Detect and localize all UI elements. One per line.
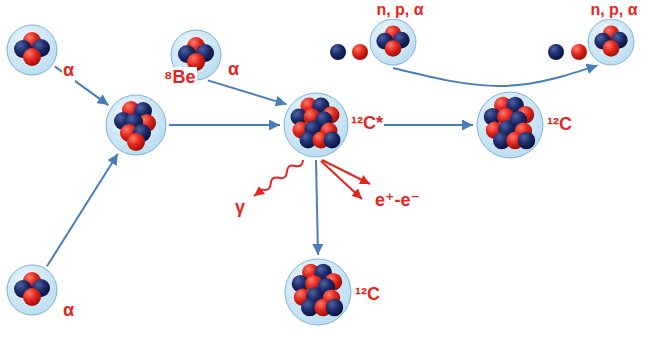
nucleus-label: α (62, 300, 75, 322)
neutron (518, 132, 536, 150)
nucleus: ⁸Be (105, 94, 167, 156)
proton (603, 40, 620, 57)
reaction-arrow (47, 154, 118, 267)
proton-dot (571, 44, 587, 60)
nucleus-outline (285, 259, 351, 325)
proton (23, 48, 41, 66)
nucleus: n, p, α (369, 18, 417, 66)
nucleus-outline (370, 19, 416, 65)
neutron (324, 132, 341, 149)
reaction-arrow (169, 124, 280, 126)
pair-arrow (322, 160, 370, 184)
nucleus-label: ¹²C (546, 114, 573, 136)
nucleus-label: ¹²C* (350, 113, 384, 135)
nucleus-shape (284, 258, 352, 326)
nucleus: ¹²C* (283, 92, 349, 158)
nucleus-outline (7, 25, 57, 75)
reaction-arrow (316, 160, 318, 255)
nucleus-outline (106, 95, 166, 155)
proton (127, 133, 145, 151)
neutron-dot (548, 44, 564, 60)
nucleus-label: ⁸Be (163, 67, 197, 89)
nucleus: n, p, α (587, 18, 635, 66)
nucleus-shape (587, 18, 635, 66)
neutron (326, 299, 344, 317)
reaction-arrow (208, 80, 287, 104)
nucleus: α (6, 264, 58, 316)
nucleus: ¹²C (476, 91, 544, 159)
nucleus-shape (283, 92, 349, 158)
nucleus: α (6, 24, 58, 76)
proton (385, 40, 402, 57)
proton-dot (352, 44, 368, 60)
nucleus-label: ¹²C (354, 284, 381, 306)
nucleus-shape (6, 264, 58, 316)
emission-label: e⁺-e⁻ (374, 190, 421, 212)
nucleus-outline (7, 265, 57, 315)
pair-arrow (321, 161, 362, 199)
nucleus: ¹²C (284, 258, 352, 326)
nucleus-shape (369, 18, 417, 66)
nucleus-outline (284, 93, 348, 157)
nucleus-shape (476, 91, 544, 159)
nucleus-outline (588, 19, 634, 65)
nucleus-label: n, p, α (375, 0, 424, 19)
neutron-dot (330, 44, 346, 60)
reaction-arrow (393, 65, 598, 86)
gamma-wave (254, 160, 303, 196)
nucleus-shape (6, 24, 58, 76)
nucleus-label: n, p, α (589, 0, 638, 19)
nucleus-label: α (62, 60, 75, 82)
nucleus-shape (105, 94, 167, 156)
nucleus-outline (477, 92, 543, 158)
emission-label: γ (234, 197, 246, 219)
proton (23, 288, 41, 306)
nucleus-label: α (227, 59, 240, 81)
